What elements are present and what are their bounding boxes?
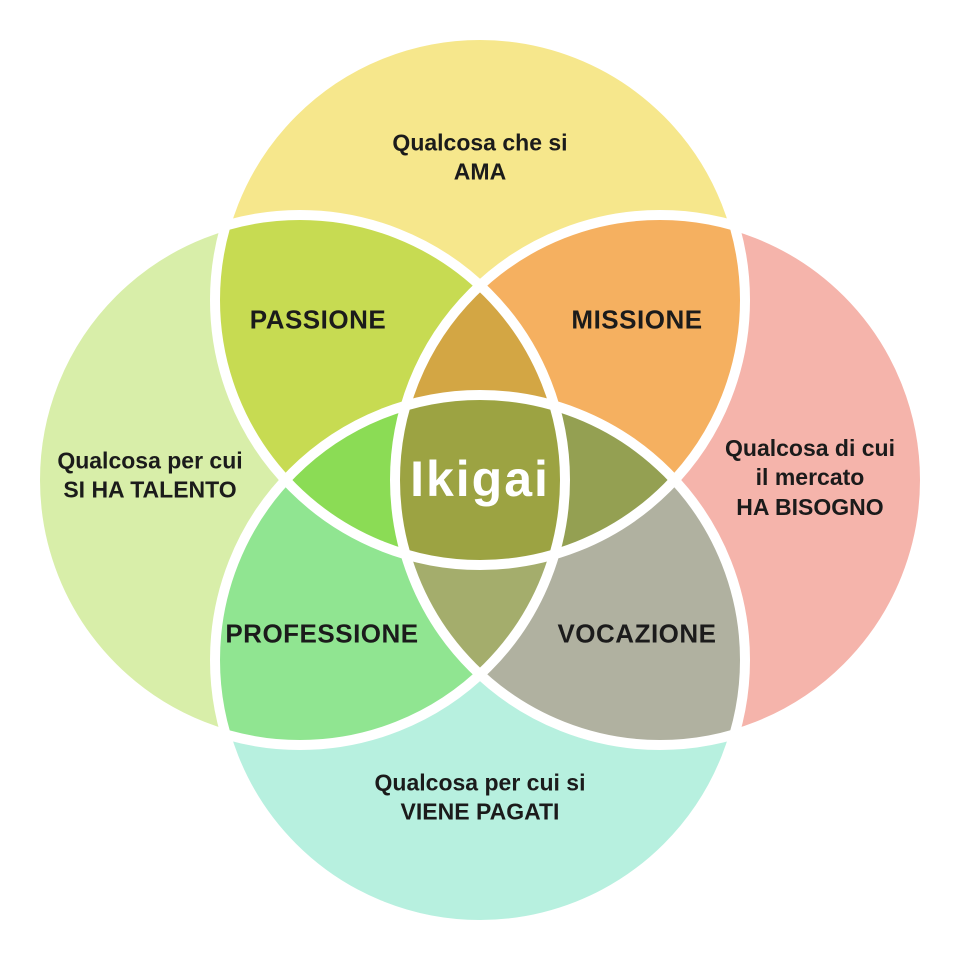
professione-label: PROFESSIONE <box>225 618 419 649</box>
missione-label: MISSIONE <box>571 304 703 335</box>
market-line-1: Qualcosa di cui <box>725 434 895 461</box>
market-line-3: HA BISOGNO <box>736 493 884 520</box>
market-circle-label: Qualcosa di cui il mercato HA BISOGNO <box>725 434 895 522</box>
talent-circle-label: Qualcosa per cui SI HA TALENTO <box>57 447 242 506</box>
vocazione-label: VOCAZIONE <box>557 618 717 649</box>
triple-overlap-bottom <box>395 395 565 745</box>
talent-line-2: SI HA TALENTO <box>63 477 237 503</box>
passione-label: PASSIONE <box>249 304 387 335</box>
paid-line-2: VIENE PAGATI <box>400 799 560 825</box>
ikigai-label: Ikigai <box>410 451 550 507</box>
circle-outlines <box>30 30 930 930</box>
love-circle-label: Qualcosa che si AMA <box>392 129 567 188</box>
triple-overlap-right <box>395 395 745 565</box>
market-line-2: il mercato <box>755 464 865 491</box>
love-line-2: AMA <box>453 159 507 185</box>
triple-overlap-top <box>395 215 565 565</box>
love-line-1: Qualcosa che si <box>392 129 568 156</box>
talent-line-1: Qualcosa per cui <box>57 447 243 474</box>
paid-line-1: Qualcosa per cui si <box>374 769 586 796</box>
paid-circle-label: Qualcosa per cui si VIENE PAGATI <box>375 769 586 828</box>
triple-overlap-left <box>215 395 565 565</box>
